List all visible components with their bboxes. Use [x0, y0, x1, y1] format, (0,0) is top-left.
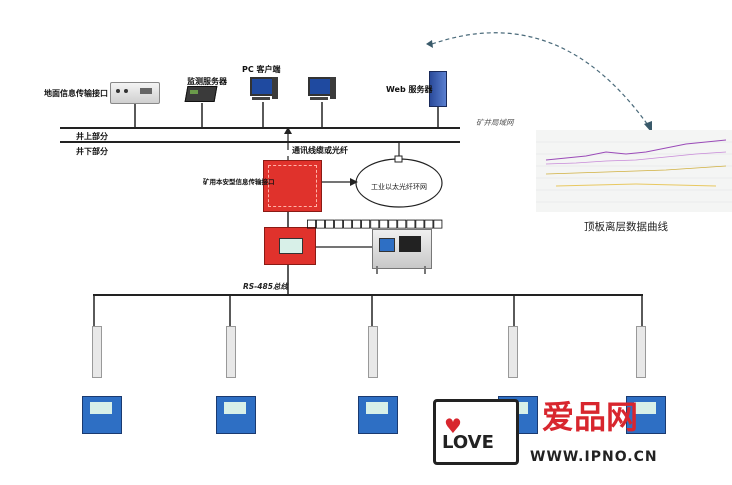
watermark-site-url: WWW.IPNO.CN — [530, 449, 658, 465]
watermark-logo-word: LOVE — [442, 432, 494, 453]
rs485-bus-label: RS-485总线 — [243, 282, 288, 291]
mine-lan-label: 矿井局域网 — [476, 118, 514, 127]
sensor-3 — [356, 326, 400, 438]
garbled-text: □□□□□□□□□□□□□□□ — [307, 214, 443, 232]
watermark-site-name: 爱品网 — [542, 398, 639, 436]
roof-separation-chart — [536, 130, 732, 212]
comm-cable-label: 通讯线缆或光纤 — [292, 146, 348, 155]
pc-client-1 — [250, 77, 278, 102]
heart-icon: ♥ — [444, 414, 462, 438]
sensor-2 — [214, 326, 258, 438]
monitor-server-label: 监测服务器 — [187, 77, 227, 86]
pc-client-label: PC 客户端 — [242, 65, 281, 74]
chart-caption: 顶板离层数据曲线 — [584, 221, 668, 233]
sensor-1 — [80, 326, 124, 438]
ground-interface-device — [110, 82, 160, 104]
pc-client-2 — [308, 77, 336, 102]
safety-interface-label: 矿用本安型信息传输接口 — [203, 178, 275, 186]
ground-interface-label: 地面信息传输接口 — [44, 89, 108, 98]
sensor-5 — [624, 326, 668, 438]
web-server-device — [429, 71, 447, 107]
safety-interface-device — [263, 160, 322, 212]
watermark-logo-sign: ♥ LOVE — [433, 399, 519, 465]
small-red-device — [264, 227, 316, 265]
monitor-server-device — [184, 86, 218, 104]
web-server-label: Web 服务器 — [386, 85, 433, 94]
below-ground-label: 井下部分 — [76, 147, 108, 156]
above-ground-label: 井上部分 — [76, 132, 108, 141]
cabinet-device — [372, 229, 432, 269]
ethernet-ring-label: 工业以太光纤环网 — [371, 183, 427, 191]
curved-arrow — [431, 32, 651, 129]
